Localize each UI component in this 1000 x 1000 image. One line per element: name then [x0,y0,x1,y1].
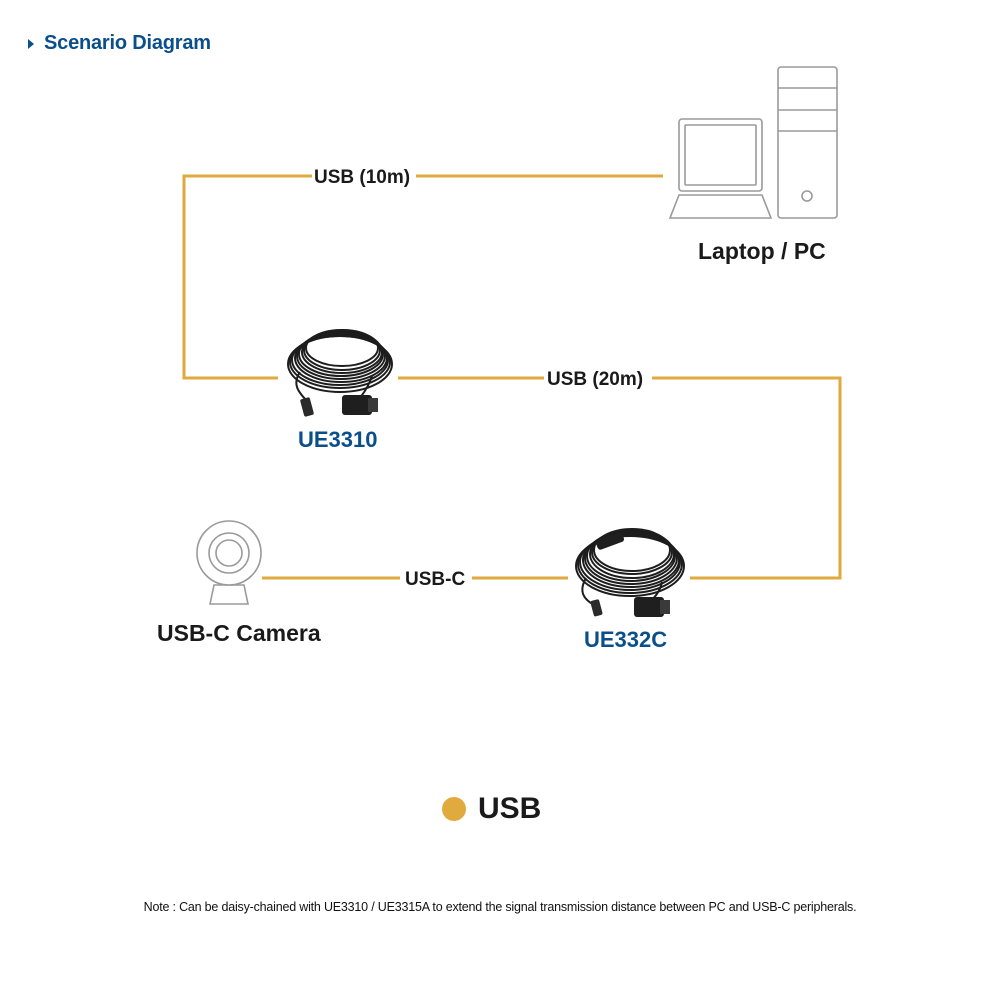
laptop-pc-icon [668,66,838,219]
label-bg [544,362,652,392]
label-bg [400,562,472,592]
connection-label-usb-c: USB-C [405,569,465,590]
wire-ue3310-to-ue332c [398,376,842,580]
legend-label: USB [478,792,542,825]
ue332c-cable-icon [575,528,685,617]
label-bg [312,160,416,190]
section-header: Scenario Diagram [28,32,211,55]
ue3310-cable-icon [287,329,393,417]
wire-pc-to-ue3310 [182,174,663,380]
legend-swatch [442,797,466,821]
webcam-icon [196,520,262,605]
node-label-ue332c: UE332C [584,627,667,652]
node-label-laptop-pc: Laptop / PC [698,238,826,264]
legend: USB [442,792,541,826]
node-label-ue3310: UE3310 [298,427,378,452]
triangle-bullet-icon [28,38,34,49]
node-label-usb-c-camera: USB-C Camera [157,620,321,646]
section-title: Scenario Diagram [44,32,211,54]
footnote: Note : Can be daisy-chained with UE3310 … [143,900,857,914]
connection-label-usb-10m: USB (10m) [314,167,410,188]
connection-label-usb-20m: USB (20m) [547,369,643,390]
